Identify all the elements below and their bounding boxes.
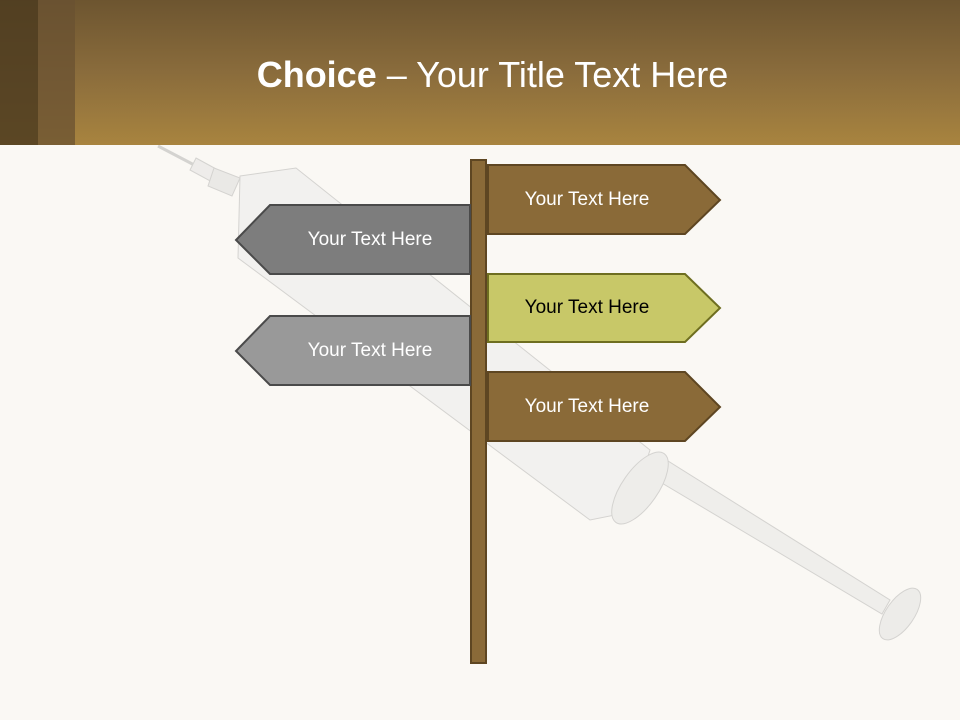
sign-label: Your Text Here (524, 396, 650, 417)
sign-arrow-shape (234, 315, 471, 386)
syringe-needle (157, 144, 201, 170)
sign-left-2: Your Text Here (234, 315, 472, 387)
syringe-hub (189, 157, 219, 183)
sign-right-3: Your Text Here (487, 371, 723, 443)
title-bold: Choice (256, 54, 377, 95)
sign-right-1: Your Text Here (487, 164, 723, 236)
sign-right-2: Your Text Here (487, 273, 723, 345)
syringe-hub-collar (207, 167, 241, 197)
signpost-pole (470, 159, 487, 664)
header-accent-band (38, 0, 75, 145)
sign-label: Your Text Here (524, 297, 650, 318)
sign-arrow-shape (487, 371, 722, 442)
sign-label: Your Text Here (524, 189, 650, 210)
sign-label: Your Text Here (307, 229, 433, 250)
sign-arrow-shape (487, 164, 722, 235)
syringe-plunger-rod (639, 455, 891, 615)
title-bar (0, 0, 960, 145)
syringe-flange (611, 451, 669, 525)
sign-left-1: Your Text Here (234, 204, 472, 276)
sign-arrow-shape (487, 273, 722, 343)
header-accent-band (0, 0, 38, 145)
sign-arrow-shape (234, 204, 471, 275)
syringe-thumb-press (878, 587, 922, 641)
sign-label: Your Text Here (307, 340, 433, 361)
slide-title: Choice – Your Title Text Here (0, 52, 960, 98)
title-rest: – Your Title Text Here (376, 54, 729, 95)
